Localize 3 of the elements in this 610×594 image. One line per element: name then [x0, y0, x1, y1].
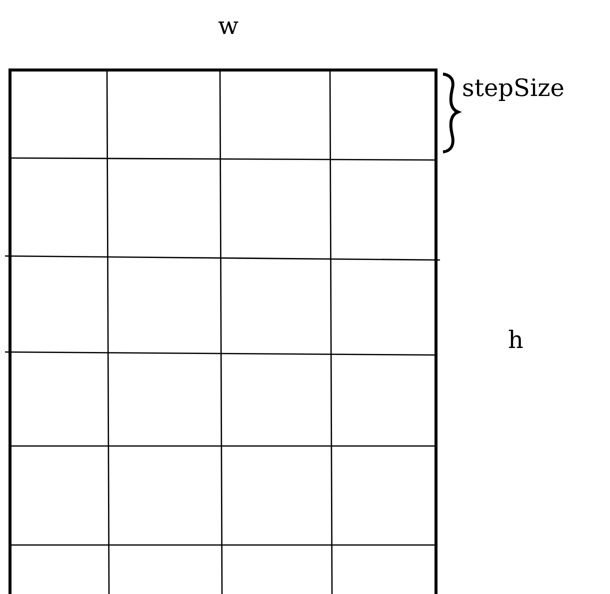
- dimension-label: w: [218, 14, 239, 38]
- dimension-label: stepSize: [462, 76, 564, 100]
- dimension-label: h: [508, 328, 524, 352]
